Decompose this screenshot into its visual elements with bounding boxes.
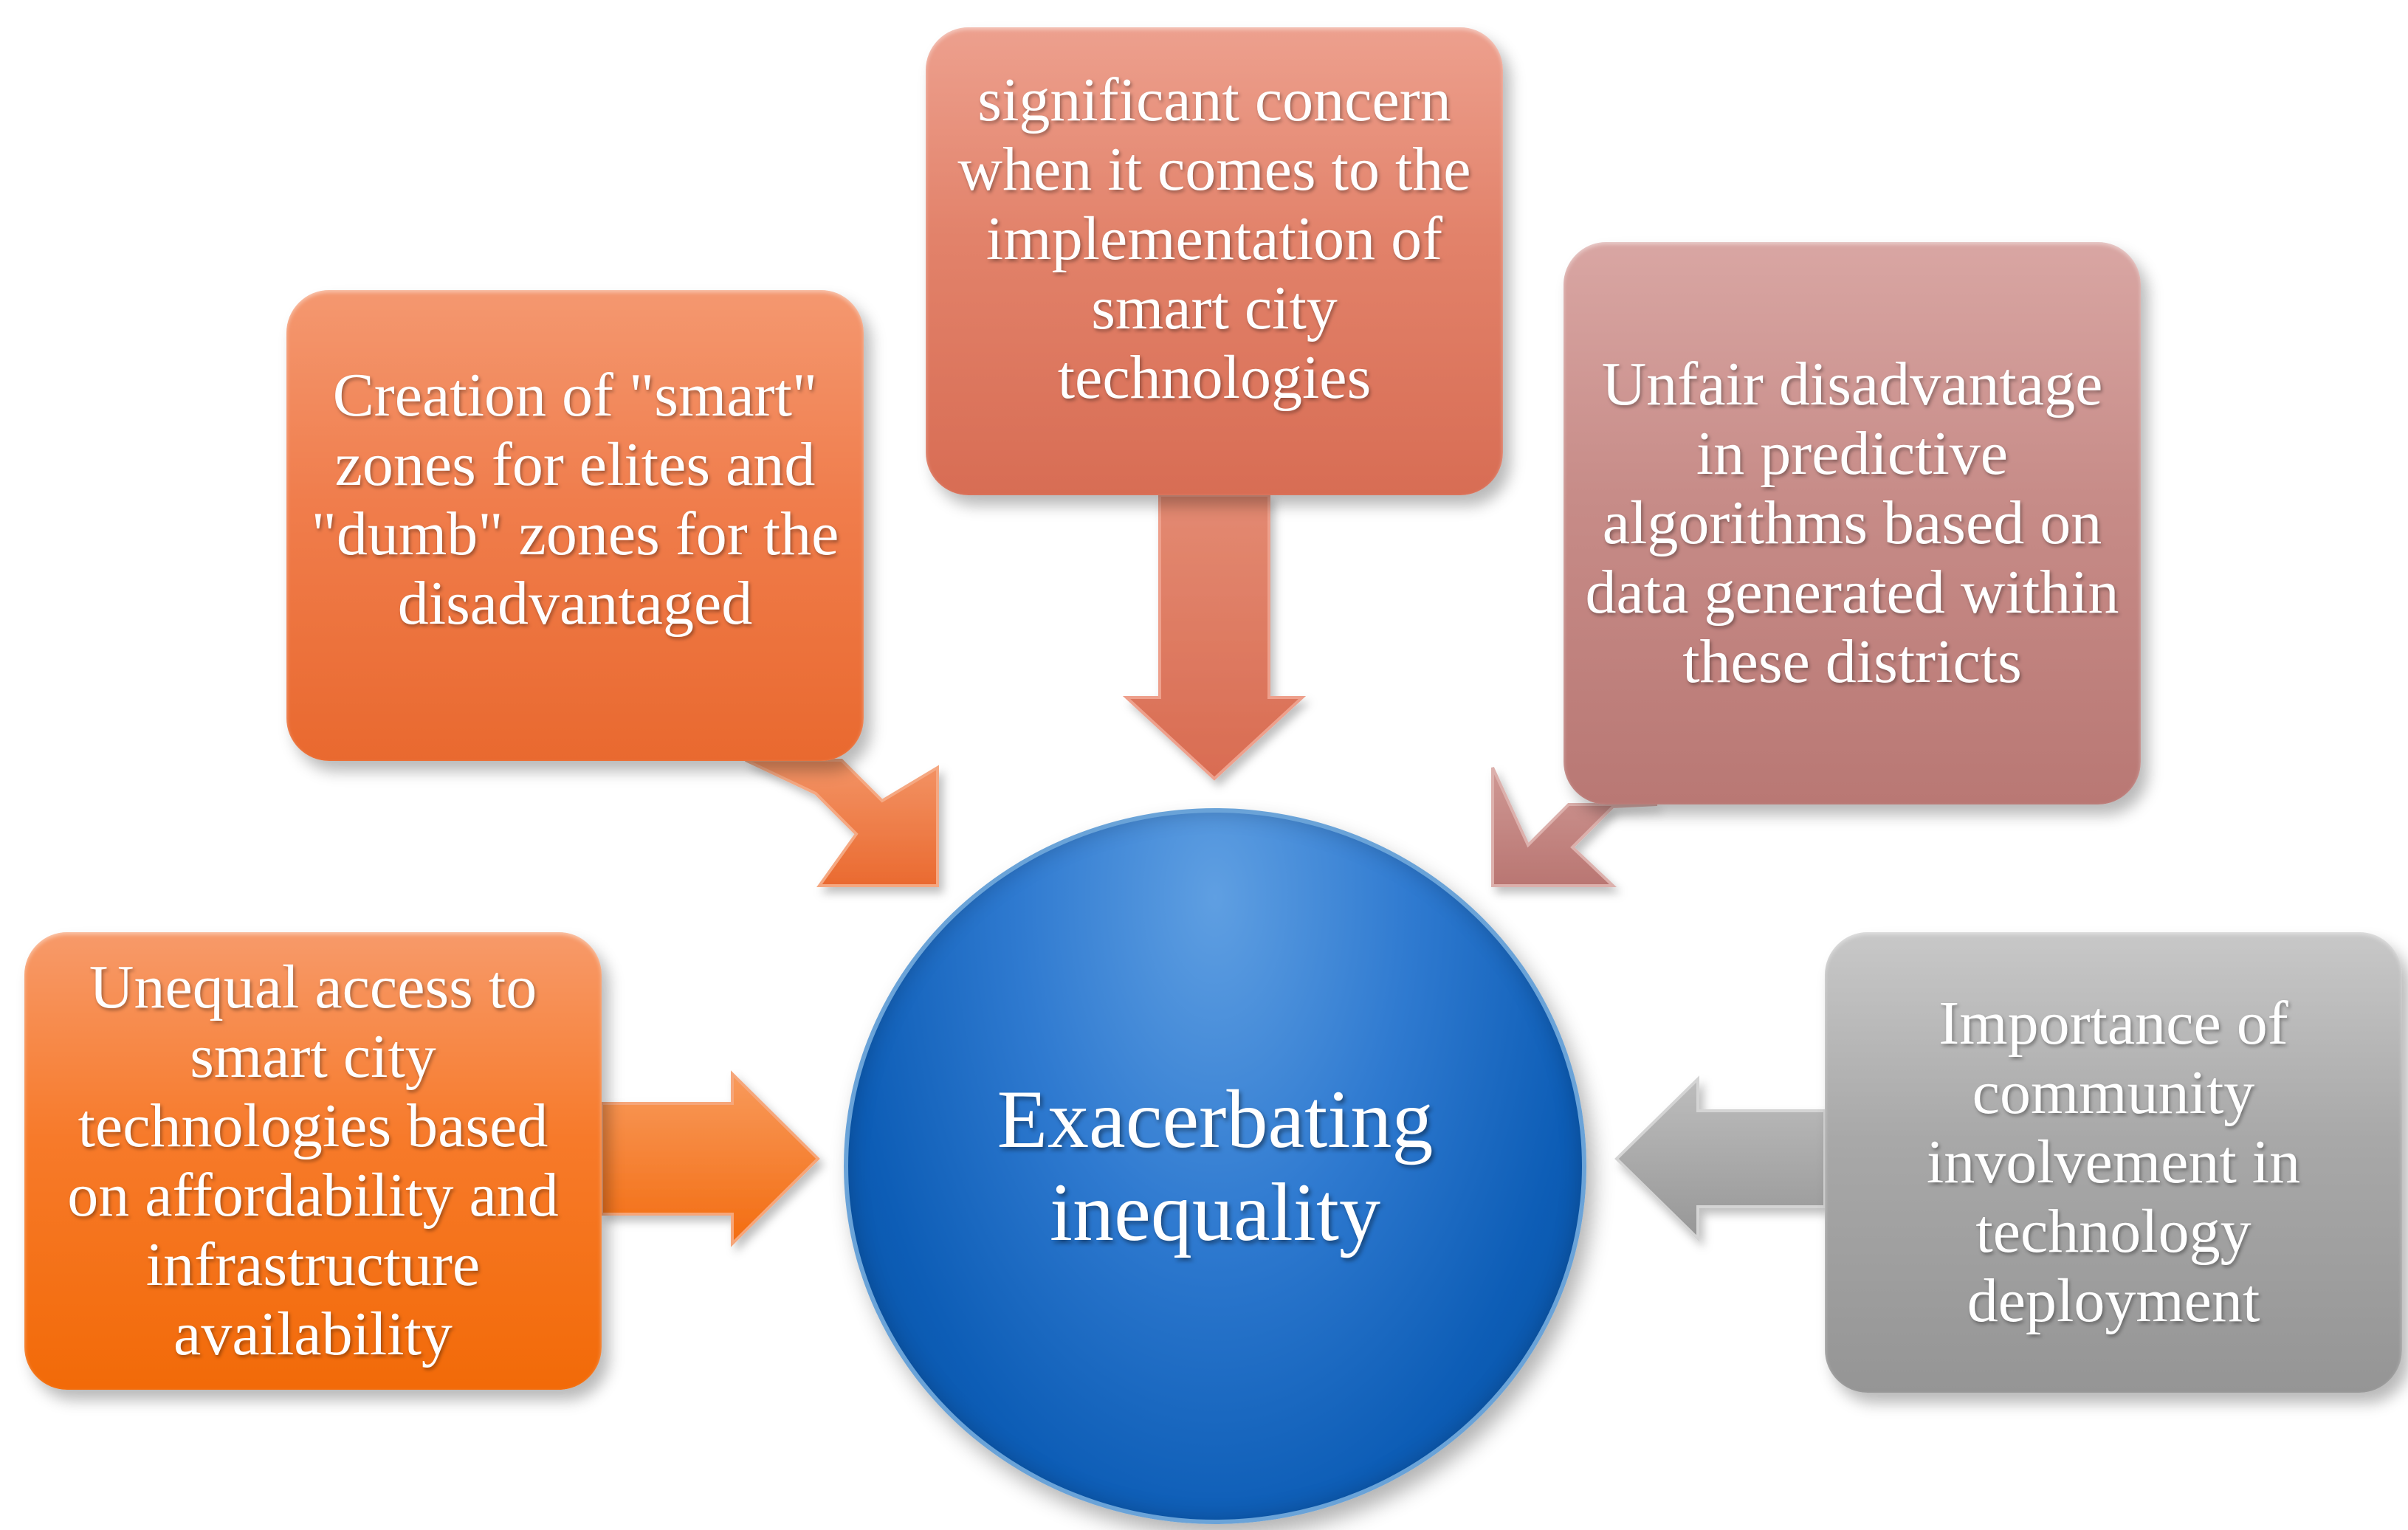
box-smart-zones-text: Creation of "smart" zones for elites and…	[311, 361, 839, 638]
box-unequal-access: Unequal access to smart city technologie…	[24, 932, 602, 1390]
arrow-right-to-center	[1614, 1075, 1826, 1242]
arrow-top-to-center	[1122, 494, 1307, 781]
arrow-upper-left-to-center	[745, 759, 939, 887]
box-unequal-access-text: Unequal access to smart city technologie…	[67, 953, 559, 1368]
box-community-involvement-text: Importance of community involvement in t…	[1926, 989, 2301, 1335]
box-unfair-disadvantage-text: Unfair disadvantage in predictive algori…	[1585, 350, 2119, 696]
box-community-involvement: Importance of community involvement in t…	[1825, 932, 2402, 1393]
center-label: Exacerbating inequality	[997, 1074, 1434, 1258]
center-circle: Exacerbating inequality	[844, 808, 1586, 1524]
box-significant-concern: significant concern when it comes to the…	[926, 27, 1503, 495]
arrow-left-to-center	[600, 1070, 820, 1247]
box-smart-zones: Creation of "smart" zones for elites and…	[286, 290, 864, 761]
box-significant-concern-text: significant concern when it comes to the…	[957, 66, 1471, 412]
box-unfair-disadvantage: Unfair disadvantage in predictive algori…	[1564, 242, 2141, 804]
